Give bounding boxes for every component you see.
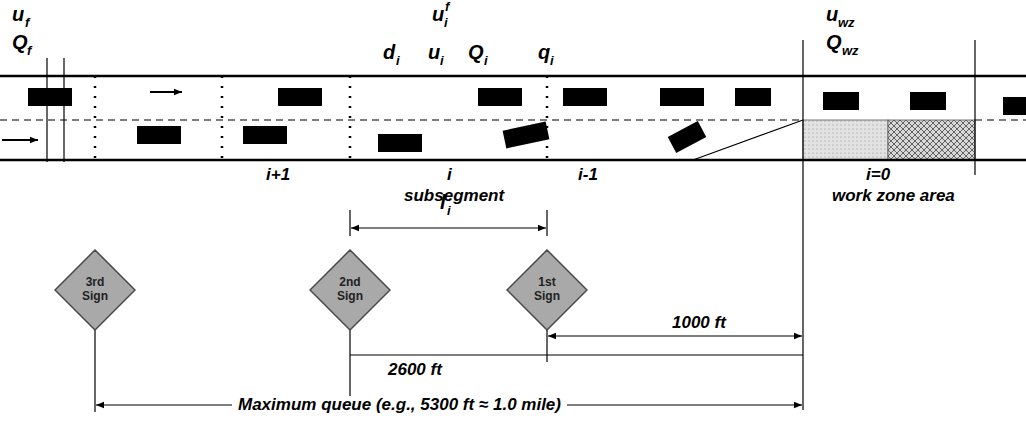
variable-label: u [432,4,444,24]
variable-label: l [440,192,446,212]
variable-label: i [444,16,448,29]
variable-label: i-1 [578,166,598,183]
dimension-label: 2600 ft [388,361,442,378]
sign-text: 3rd Sign [75,276,115,304]
variable-label: i [550,54,554,67]
variable-label: Q [12,32,28,52]
sign-text: 2nd Sign [330,276,370,304]
warning-sign: 2nd Sign [309,249,391,331]
variable-label: i [484,54,488,67]
variable-label: i [396,54,400,67]
variable-label: i [447,166,452,183]
variable-label: Q [826,32,842,52]
dimension-label: 1000 ft [672,314,726,331]
variable-label: d [383,42,395,62]
variable-label: i+1 [266,166,290,183]
variable-label: Q [468,42,484,62]
variable-label: f [445,0,449,13]
warning-sign: 1st Sign [506,249,588,331]
sign-text: 1st Sign [527,276,567,304]
variable-label: i [447,204,451,217]
variable-label: i=0 [866,166,890,183]
variable-label: q [538,42,550,62]
variable-label: work zone area [832,187,955,204]
variable-label: i [440,54,444,67]
warning-sign: 3rd Sign [54,249,136,331]
dimension-label: Maximum queue (e.g., 5300 ft ≈ 1.0 mile) [232,396,567,413]
variable-label: wz [842,44,859,57]
variable-label: f [25,16,29,29]
variable-label: f [27,44,31,57]
variable-label: u [826,4,838,24]
variable-label: u [12,4,24,24]
variable-label: subsegment [404,187,504,204]
variable-label: wz [838,16,855,29]
variable-label: u [428,42,440,62]
